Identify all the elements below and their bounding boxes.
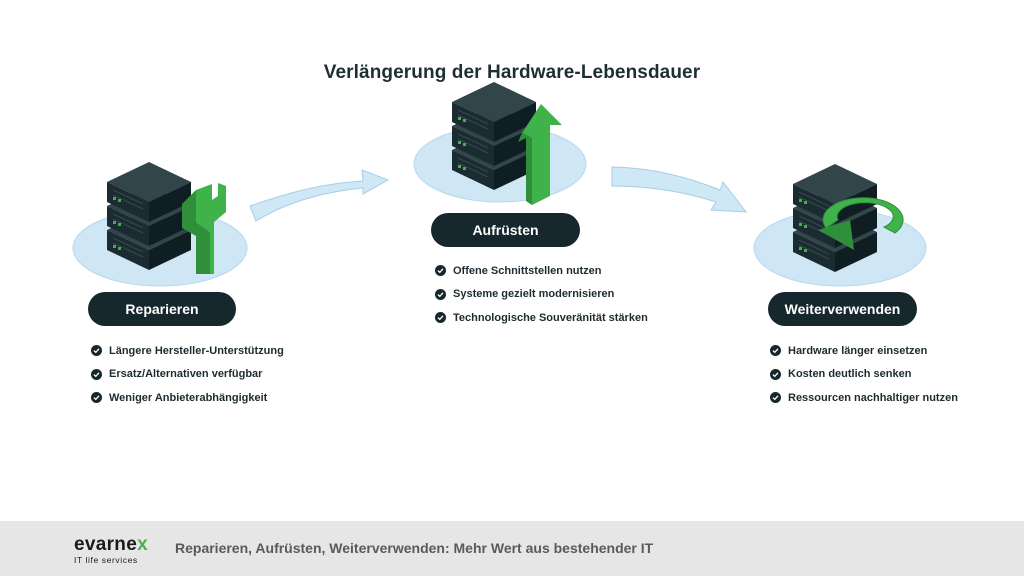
list-item: Hardware länger einsetzen xyxy=(770,339,958,363)
footer-tagline: Reparieren, Aufrüsten, Weiterverwenden: … xyxy=(175,540,654,556)
benefit-list-weiterverwenden: Hardware länger einsetzen Kosten deutlic… xyxy=(770,339,958,410)
list-item-text: Technologische Souveränität stärken xyxy=(453,311,648,324)
check-icon xyxy=(770,345,781,357)
list-item: Offene Schnittstellen nutzen xyxy=(435,259,648,283)
footer-bar: evarnex IT life services Reparieren, Auf… xyxy=(0,521,1024,576)
list-item-text: Kosten deutlich senken xyxy=(788,368,912,381)
list-item-text: Längere Hersteller-Unterstützung xyxy=(109,344,284,357)
logo-wordmark: evarnex xyxy=(74,535,148,554)
benefit-list-reparieren: Längere Hersteller-Unterstützung Ersatz/… xyxy=(91,339,284,410)
stage-label-reparieren: Reparieren xyxy=(88,292,236,326)
list-item: Längere Hersteller-Unterstützung xyxy=(91,339,284,363)
check-icon xyxy=(91,392,102,404)
logo-word-x: x xyxy=(137,534,148,555)
list-item: Systeme gezielt modernisieren xyxy=(435,283,648,307)
benefit-list-aufruesten: Offene Schnittstellen nutzen Systeme gez… xyxy=(435,259,648,330)
server-stack-left xyxy=(106,161,192,271)
reuse-arrow-icon xyxy=(818,197,904,250)
list-item: Weniger Anbieterabhängigkeit xyxy=(91,386,284,410)
company-logo: evarnex IT life services xyxy=(74,535,148,565)
check-icon xyxy=(91,345,102,357)
list-item-text: Weniger Anbieterabhängigkeit xyxy=(109,391,268,404)
list-item: Ressourcen nachhaltiger nutzen xyxy=(770,386,958,410)
list-item-text: Systeme gezielt modernisieren xyxy=(453,288,615,301)
check-icon xyxy=(435,312,446,324)
list-item: Technologische Souveränität stärken xyxy=(435,306,648,330)
page-title: Verlängerung der Hardware-Lebensdauer xyxy=(323,62,701,83)
list-item-text: Ersatz/Alternativen verfügbar xyxy=(109,368,263,381)
wrench-icon xyxy=(182,183,226,274)
flow-arrow-left xyxy=(249,169,390,222)
list-item: Ersatz/Alternativen verfügbar xyxy=(91,363,284,387)
list-item: Kosten deutlich senken xyxy=(770,363,958,387)
check-icon xyxy=(435,265,446,277)
flow-arrow-right xyxy=(611,166,748,213)
list-item-text: Ressourcen nachhaltiger nutzen xyxy=(788,391,958,404)
check-icon xyxy=(435,288,446,300)
arrow-up-icon xyxy=(518,104,562,205)
check-icon xyxy=(770,368,781,380)
check-icon xyxy=(91,368,102,380)
stage-label-weiterverwenden: Weiterverwenden xyxy=(768,292,917,326)
check-icon xyxy=(770,392,781,404)
list-item-text: Offene Schnittstellen nutzen xyxy=(453,264,602,277)
stage-label-aufruesten: Aufrüsten xyxy=(431,213,580,247)
logo-subtitle: IT life services xyxy=(74,555,138,565)
logo-word-main: evarne xyxy=(74,534,138,555)
list-item-text: Hardware länger einsetzen xyxy=(788,344,928,357)
